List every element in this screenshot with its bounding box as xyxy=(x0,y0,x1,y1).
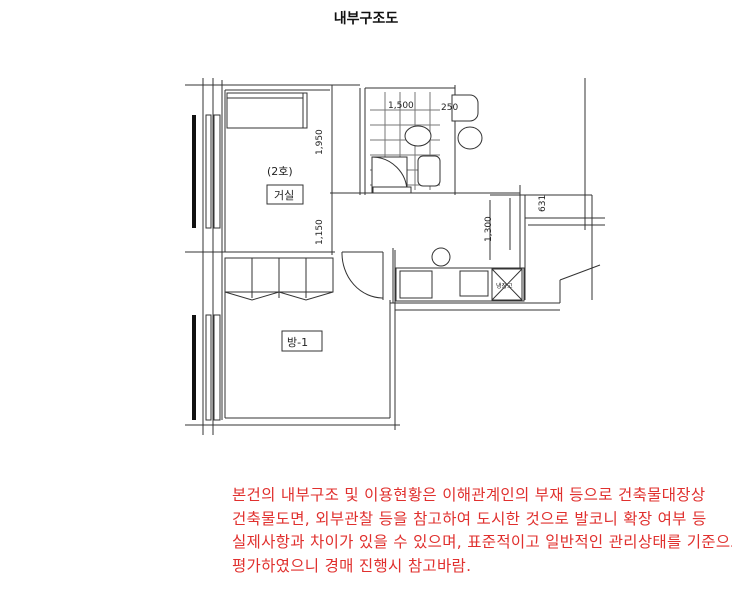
note-line: 본건의 내부구조 및 이용현황은 이해관계인의 부재 등으로 건축물대장상 xyxy=(232,486,706,504)
dim-1500: 1,500 xyxy=(388,101,414,111)
sink-icon xyxy=(417,155,441,187)
sofa xyxy=(226,92,308,129)
note-line: 실제사항과 차이가 있을 수 있으며, 표준적이고 일반적인 관리상태를 기준으… xyxy=(232,533,732,551)
fridge-label: 냉장고 xyxy=(496,282,513,290)
floor-plan: 1,950 1,150 1,500 250 1,300 631 (2호) 거실 … xyxy=(185,78,605,435)
window-living xyxy=(192,114,221,229)
walls xyxy=(185,78,605,435)
toilet-icon xyxy=(404,125,432,147)
dim-1950: 1,950 xyxy=(315,129,325,155)
room-label-living: 거실 xyxy=(274,189,294,202)
dim-1300: 1,300 xyxy=(484,216,494,242)
closet xyxy=(224,257,334,301)
kitchen-counter xyxy=(395,267,525,302)
dimensions: 1,950 1,150 1,500 250 1,300 631 xyxy=(315,101,548,245)
disclaimer-note: 본건의 내부구조 및 이용현황은 이해관계인의 부재 등으로 건축물대장상 건축… xyxy=(232,484,732,578)
dim-631: 631 xyxy=(538,195,548,212)
window-bedroom xyxy=(192,314,221,421)
fridge xyxy=(491,268,523,301)
washbasin-icon xyxy=(451,94,479,122)
note-line: 건축물도면, 외부관찰 등을 참고하여 도시한 것으로 발코니 확장 여부 등 xyxy=(232,509,707,528)
note-line: 평가하였으니 경매 진행시 참고바람. xyxy=(232,556,472,575)
person-icon xyxy=(431,247,451,267)
unit-label: (2호) xyxy=(267,165,293,178)
stove-icon xyxy=(399,270,433,299)
room-label-bedroom: 방-1 xyxy=(287,336,308,349)
page-title: 내부구조도 xyxy=(333,11,399,27)
kitchen-sink-icon xyxy=(459,270,489,297)
dim-1150: 1,150 xyxy=(315,219,325,245)
bedroom-door xyxy=(341,251,384,300)
toilet-icon xyxy=(457,126,483,150)
dim-250: 250 xyxy=(441,103,458,113)
